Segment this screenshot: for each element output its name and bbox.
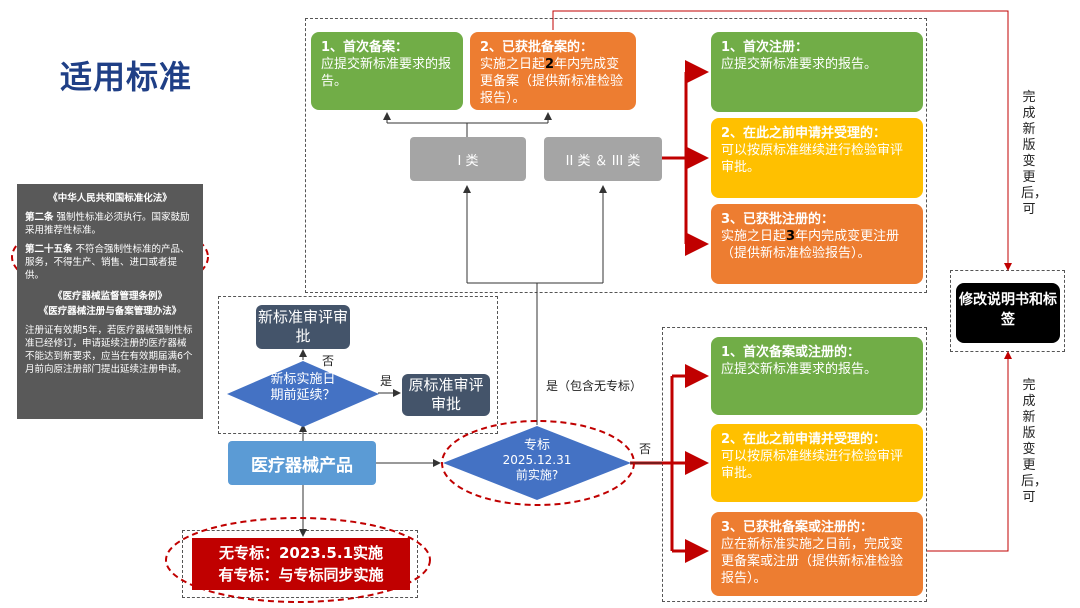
special-standard-decision-diamond [443, 426, 631, 500]
law1-article25: 第二十五条 不符合强制性标准的产品、服务，不得生产、销售、进口或者提供。 [25, 244, 190, 281]
left-yes-label: 是 [380, 374, 393, 388]
class1-label: I 类 [410, 137, 526, 181]
law1-article2: 第二条 强制性标准必须执行。国家鼓励采用推荐性标准。 [25, 212, 190, 236]
no-first-filing-registration-box: 1、首次备案或注册的：应提交新标准要求的报告。 [711, 337, 923, 415]
renewal-decision-text: 新标实施日期前延续？ [270, 372, 336, 403]
center-no-label: 否 [639, 442, 652, 456]
left-no-label: 否 [322, 354, 335, 368]
law-renewal-text: 注册证有效期5年，若医疗器械强制性标准已经修订，申请延续注册的医疗器械不能达到新… [25, 325, 193, 375]
class1-first-filing-box: 1、首次备案：应提交新标准要求的报告。 [311, 32, 463, 110]
modify-label-box: 修改说明书和标签 [956, 283, 1060, 343]
left-dashed-frame [218, 296, 498, 434]
bottom-complete-note: 完成新版变更后，可 [1021, 378, 1048, 505]
law-excerpt-panel: 《中华人民共和国标准化法》 第二条 强制性标准必须执行。国家鼓励采用推荐性标准。… [17, 184, 203, 419]
class23-label: II 类 ＆ III 类 [544, 137, 662, 181]
law3-title: 《医疗器械注册与备案管理办法》 [38, 306, 182, 317]
timeline-line-no-special-std: 无专标：2023.5.1实施 [218, 544, 384, 562]
medical-device-product-box: 医疗器械产品 [228, 441, 376, 485]
class1-approved-filing-box: 2、已获批备案的：实施之日起2年内完成变更备案（提供新标准检验报告）。 [470, 32, 636, 110]
center-yes-label: 是（包含无专标） [546, 379, 643, 393]
new-standard-review-box: 新标准审评审批 [256, 305, 350, 349]
page-title: 适用标准 [60, 58, 193, 96]
special-standard-decision-text: 专标 2025.12.31 前实施? [502, 438, 572, 482]
class23-first-registration-box: 1、首次注册：应提交新标准要求的报告。 [711, 32, 923, 112]
class23-approved-registration-box: 3、已获批注册的：实施之日起3年内完成变更注册（提供新标准检验报告）。 [711, 204, 923, 284]
old-standard-review-box: 原标准审评审批 [402, 374, 490, 416]
timeline-line-with-special-std: 有专标：与专标同步实施 [218, 566, 384, 584]
law1-title: 《中华人民共和国标准化法》 [48, 193, 172, 204]
top-dashed-frame [305, 18, 927, 293]
top-complete-note: 完成新版变更后，可 [1021, 90, 1048, 217]
no-pending-box: 2、在此之前申请并受理的：可以按原标准继续进行检验审评审批。 [711, 424, 923, 502]
class23-pending-box: 2、在此之前申请并受理的：可以按原标准继续进行检验审评审批。 [711, 118, 923, 198]
law2-title: 《医疗器械监督管理条例》 [52, 291, 167, 302]
renewal-decision-diamond [227, 361, 379, 427]
no-approved-box: 3、已获批备案或注册的：应在新标准实施之日前，完成变更备案或注册（提供新标准检验… [711, 512, 923, 596]
implementation-timeline-box: 无专标：2023.5.1实施 有专标：与专标同步实施 [192, 538, 410, 590]
